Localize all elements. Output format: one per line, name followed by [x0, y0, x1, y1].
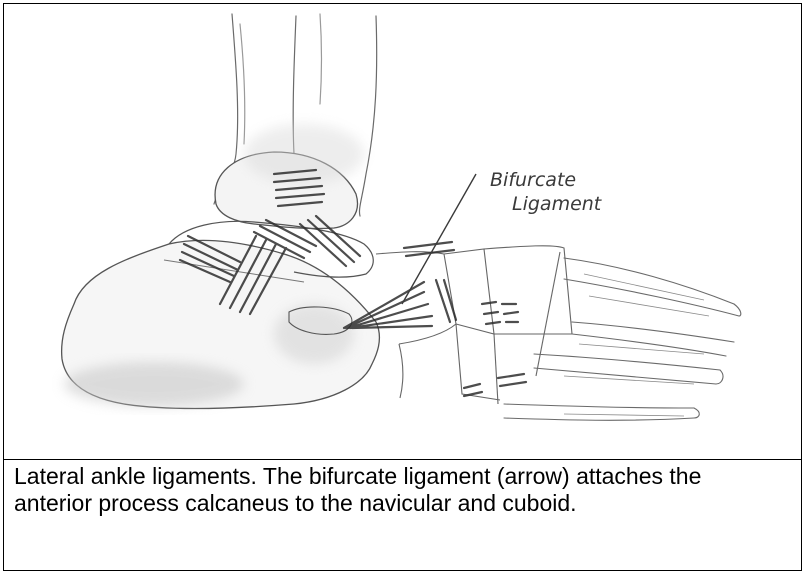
- metatarsal-shading: [564, 274, 709, 416]
- caption-divider: [4, 459, 801, 460]
- bifurcate-label-line2: Ligament: [512, 193, 603, 215]
- ankle-drawing: Bifurcate Ligament: [4, 4, 800, 459]
- bifurcate-label-line1: Bifurcate: [490, 169, 576, 191]
- arrow-line: [402, 174, 476, 304]
- figure-frame: Bifurcate Ligament Lateral ankle ligamen…: [3, 3, 802, 571]
- calcaneus-bone: [62, 240, 380, 408]
- midfoot-bones: [376, 246, 572, 404]
- ankle-illustration: Bifurcate Ligament: [4, 4, 800, 459]
- figure-caption: Lateral ankle ligaments. The bifurcate l…: [14, 463, 784, 517]
